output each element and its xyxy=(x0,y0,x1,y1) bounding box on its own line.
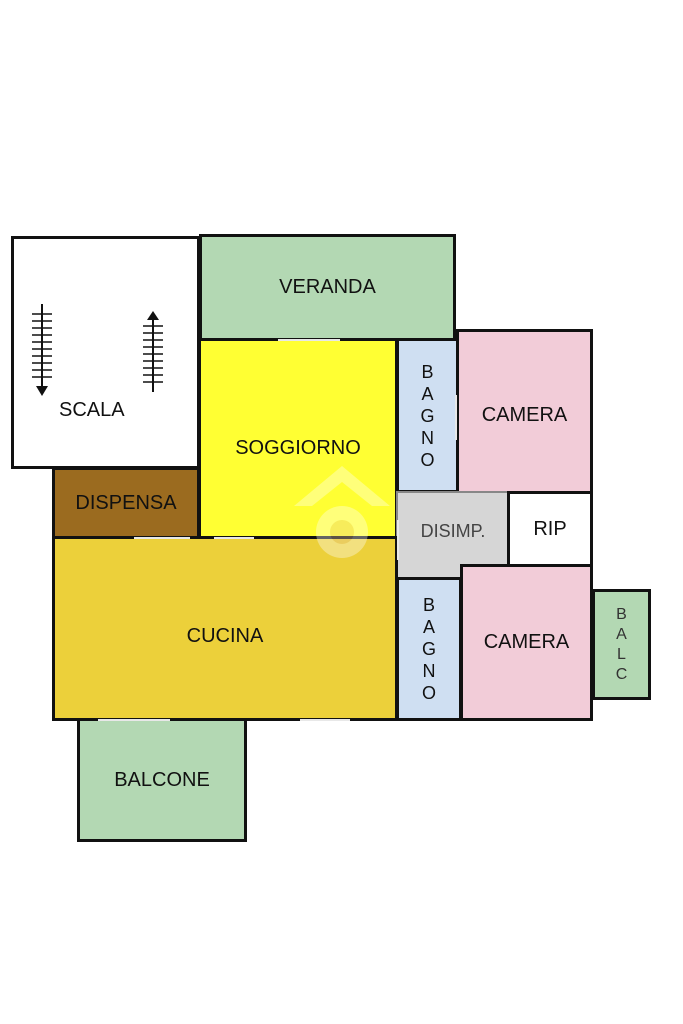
room-veranda-label: VERANDA xyxy=(279,276,376,298)
room-camera-bottom-label: CAMERA xyxy=(483,631,570,653)
room-disimp-label: DISIMP. xyxy=(420,521,486,541)
room-dispensa-label: DISPENSA xyxy=(75,491,177,514)
room-rip-label: RIP xyxy=(533,517,567,540)
room-veranda: VERANDA xyxy=(199,234,456,341)
room-bagno-bottom: B A G N O xyxy=(396,577,462,721)
room-rip: RIP xyxy=(507,491,593,567)
room-balc-label: B A L C xyxy=(615,605,628,683)
room-balcone-label: BALCONE xyxy=(114,768,210,791)
room-bagno-bottom-label: B A G N O xyxy=(421,595,436,703)
room-balc: B A L C xyxy=(592,589,651,700)
room-camera-bottom: CAMERA xyxy=(460,564,593,721)
room-bagno-top-label: B A G N O xyxy=(420,361,435,470)
room-balcone: BALCONE xyxy=(77,718,247,842)
room-dispensa: DISPENSA xyxy=(52,467,200,539)
room-cucina: CUCINA xyxy=(52,536,398,721)
room-camera-top-label: CAMERA xyxy=(481,404,568,426)
room-scala-label: SCALA xyxy=(59,399,125,421)
stairs-up-arrow-icon xyxy=(143,311,163,392)
room-soggiorno-label: SOGGIORNO xyxy=(235,437,361,459)
room-cucina-label: CUCINA xyxy=(186,625,264,647)
stairs-down-arrow-icon xyxy=(32,304,52,396)
house-logo-watermark-icon xyxy=(294,466,390,558)
